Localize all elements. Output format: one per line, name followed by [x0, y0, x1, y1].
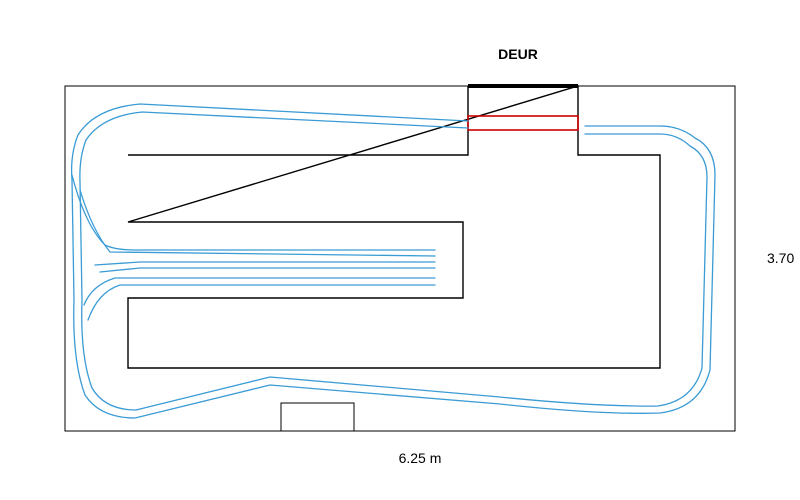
siding-track-2 [79, 189, 436, 257]
door-section-marker [467, 115, 579, 131]
inner-baseboard [127, 85, 661, 369]
width-dimension-label: 6.25 m [399, 450, 442, 466]
door-label: DEUR [498, 46, 538, 62]
siding-track-4 [99, 267, 436, 273]
siding-track-3 [94, 261, 436, 266]
outer-track-outer-rail [70, 103, 716, 419]
height-dimension-label: 3.70 [767, 250, 794, 266]
siding-track-6 [87, 284, 436, 321]
outer-track-inner-rail [79, 111, 708, 411]
room-outline [64, 85, 736, 432]
siding-track-5 [83, 277, 436, 306]
siding-track-1 [71, 174, 436, 251]
bottom-box [280, 402, 355, 432]
